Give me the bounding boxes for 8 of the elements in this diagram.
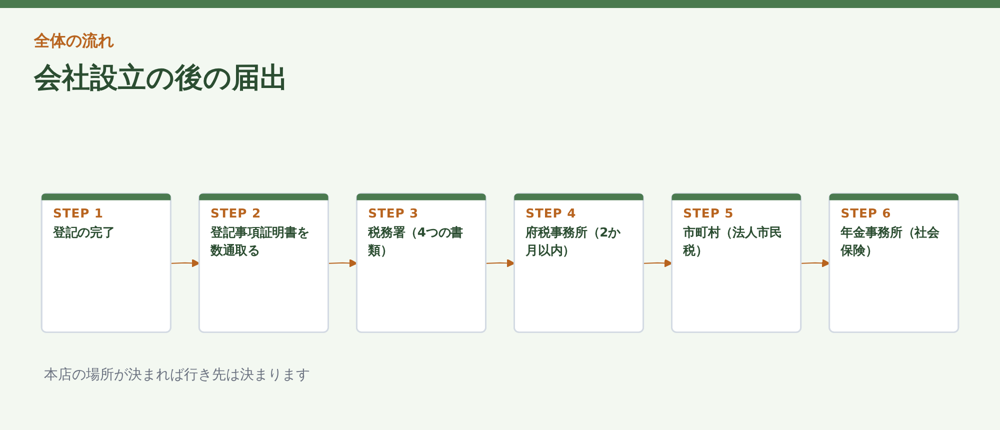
arrow <box>643 258 673 268</box>
arrow <box>170 258 200 268</box>
arrow <box>486 258 516 268</box>
caption-text: 本店の場所が決まれば行き先は決まります <box>44 366 310 384</box>
section-label: 全体の流れ <box>34 31 114 52</box>
page-title: 会社設立の後の届出 <box>34 60 288 96</box>
arrow <box>328 258 358 268</box>
arrow <box>800 258 830 268</box>
